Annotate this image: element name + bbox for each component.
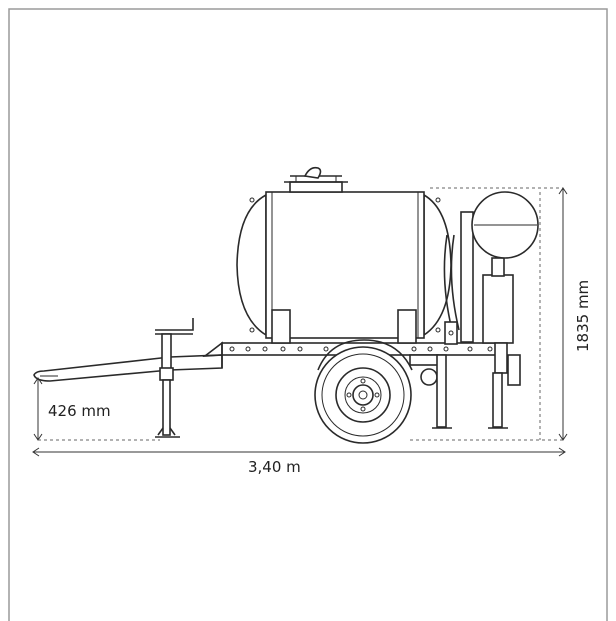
rear-pump-unit bbox=[443, 191, 539, 386]
dimension-lines bbox=[32, 187, 568, 457]
rear-stands bbox=[432, 354, 508, 429]
wheel-assembly bbox=[314, 339, 438, 444]
hitch-height-label: 426 mm bbox=[48, 402, 111, 420]
drawbar bbox=[33, 354, 223, 382]
overall-length-label: 3,40 m bbox=[248, 458, 301, 476]
overall-height-label: 1835 mm bbox=[574, 280, 592, 352]
frame-border bbox=[8, 8, 608, 621]
water-tank bbox=[236, 166, 452, 344]
trailer-drawing bbox=[33, 166, 539, 444]
jockey-stand bbox=[155, 318, 194, 438]
